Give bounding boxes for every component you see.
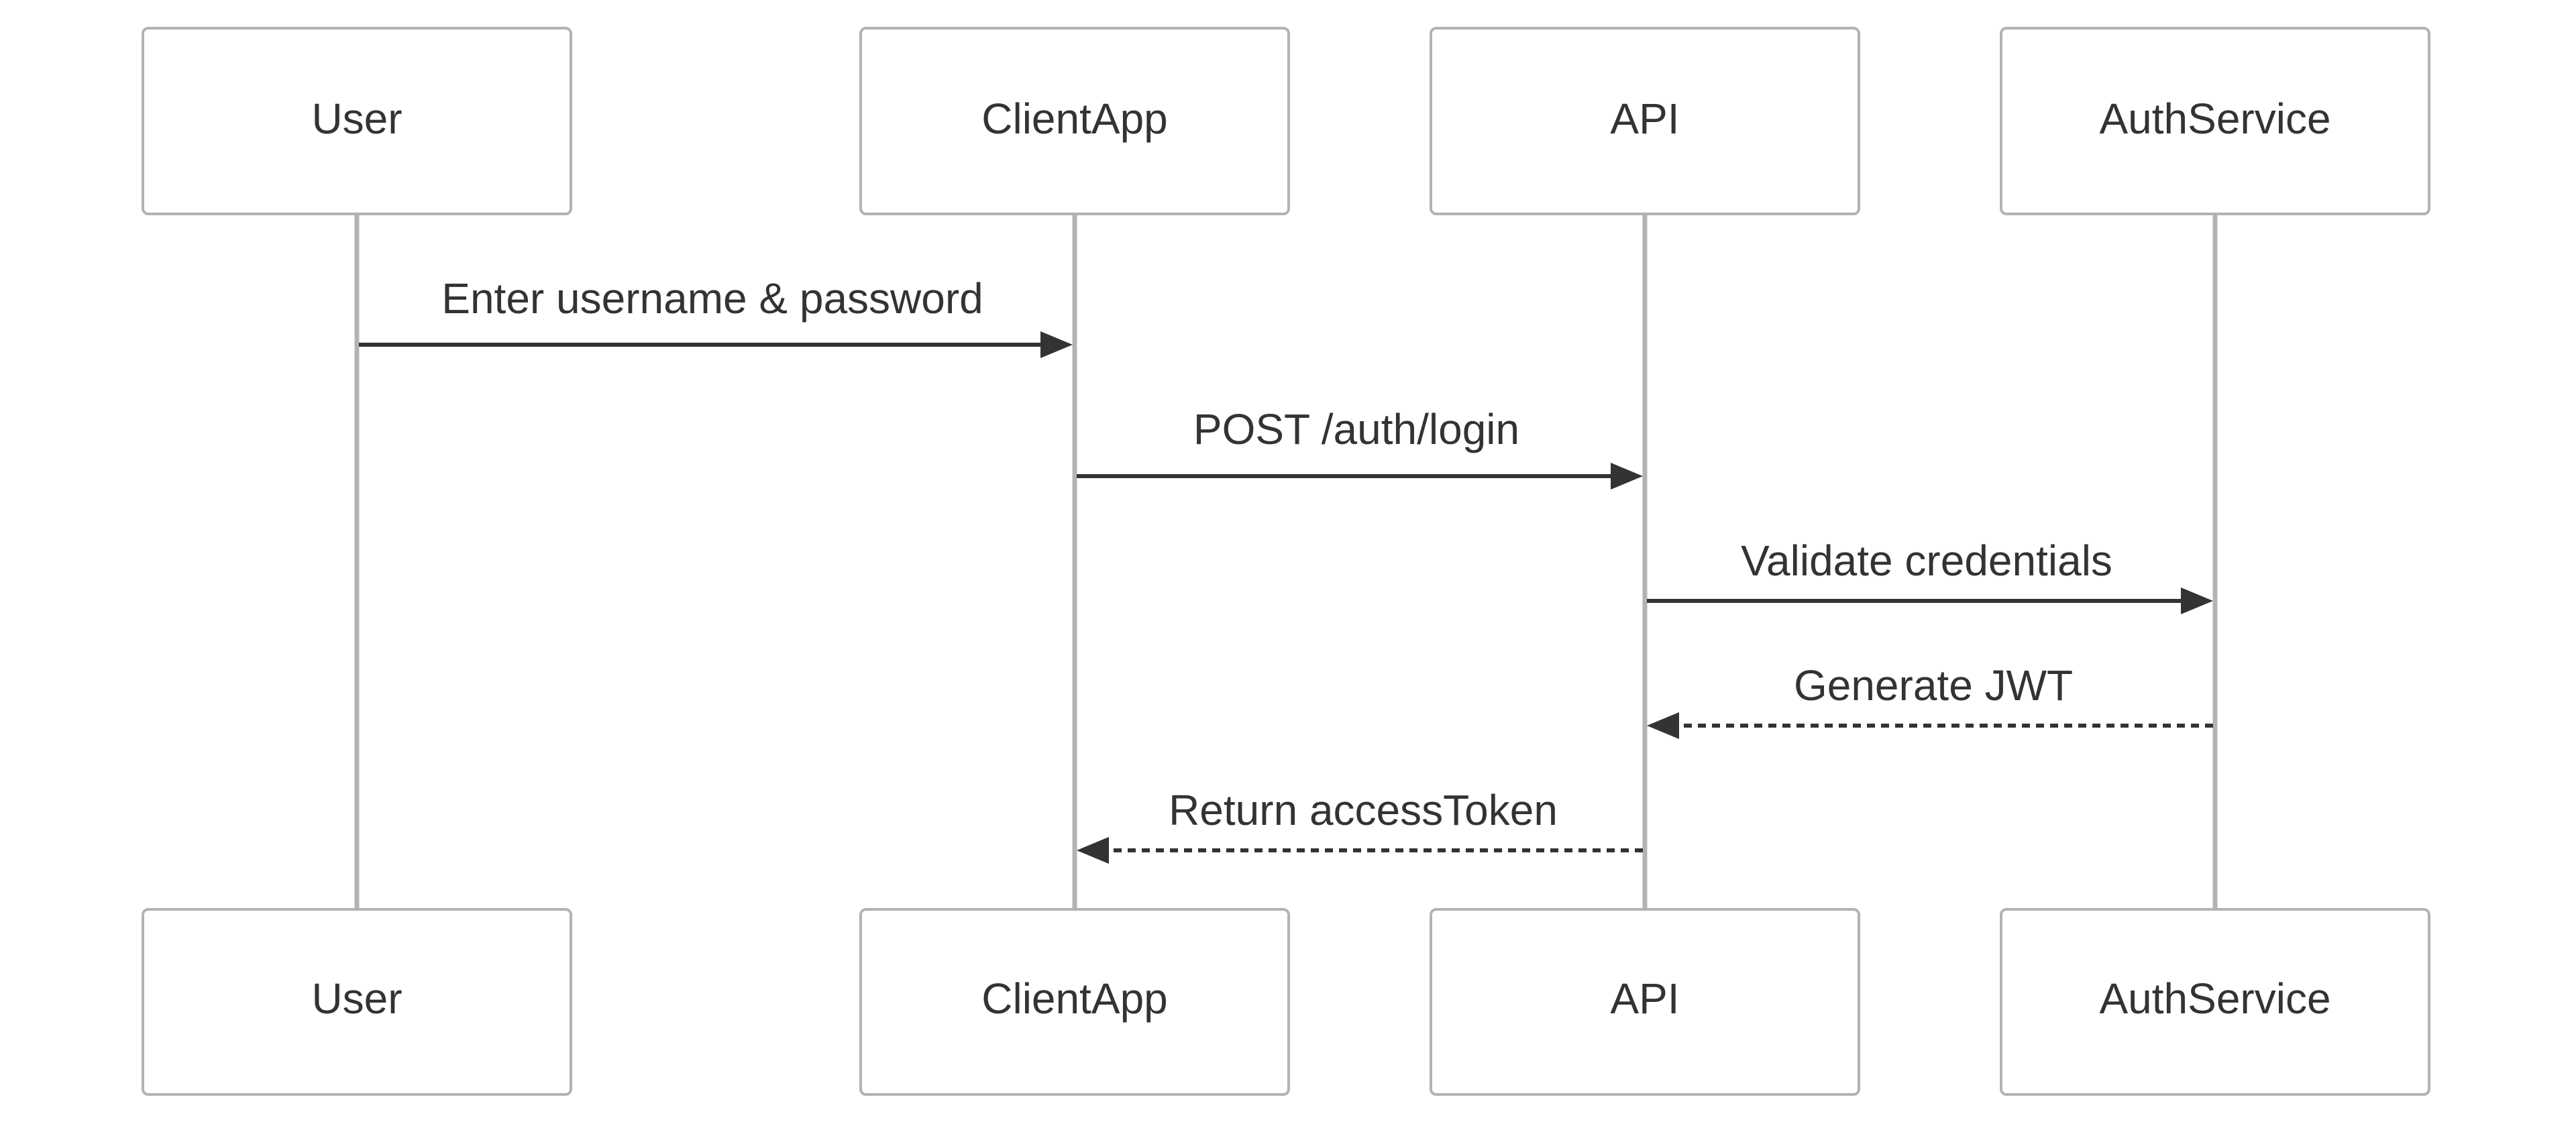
participant-label: ClientApp [981, 974, 1168, 1023]
arrowhead-left-icon [1647, 712, 1679, 739]
participant-label: AuthService [2099, 974, 2330, 1023]
arrowhead-right-icon [2181, 587, 2213, 614]
arrowhead-right-icon [1040, 331, 1073, 358]
message-enter-credentials: Enter username & password [359, 274, 1073, 358]
arrowhead-left-icon [1077, 837, 1109, 864]
participant-top-user: User [142, 27, 572, 215]
message-validate-credentials: Validate credentials [1647, 537, 2213, 614]
message-label: POST /auth/login [1193, 405, 1519, 453]
participant-top-clientapp: ClientApp [859, 27, 1290, 215]
participant-label: API [1610, 974, 1679, 1023]
participant-top-api: API [1430, 27, 1860, 215]
message-post-login: POST /auth/login [1077, 405, 1643, 490]
message-generate-jwt: Generate JWT [1647, 661, 2213, 739]
participant-bottom-authservice: AuthService [2000, 908, 2430, 1096]
message-label: Validate credentials [1741, 537, 2112, 585]
arrowhead-right-icon [1611, 463, 1643, 490]
participant-bottom-clientapp: ClientApp [859, 908, 1290, 1096]
message-label: Generate JWT [1794, 661, 2073, 710]
participant-bottom-user: User [142, 908, 572, 1096]
participant-label: ClientApp [981, 95, 1168, 143]
participant-label: API [1610, 95, 1679, 143]
participant-top-authservice: AuthService [2000, 27, 2430, 215]
message-return-token: Return accessToken [1077, 786, 1643, 864]
participant-label: AuthService [2099, 95, 2330, 143]
participant-label: User [311, 95, 402, 143]
message-label: Enter username & password [441, 274, 983, 323]
message-label: Return accessToken [1169, 786, 1558, 834]
participant-bottom-api: API [1430, 908, 1860, 1096]
participant-label: User [311, 974, 402, 1023]
